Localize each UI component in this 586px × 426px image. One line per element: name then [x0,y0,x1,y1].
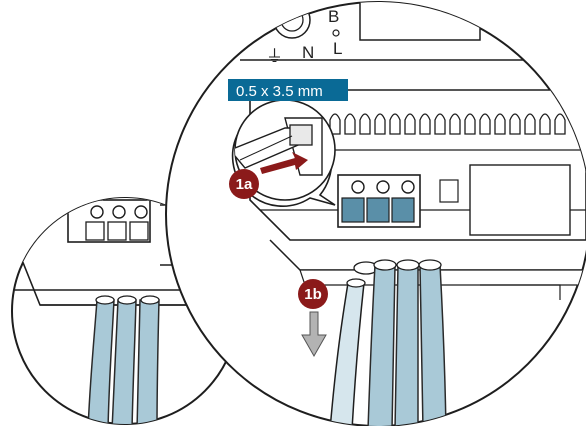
cables-left [87,299,160,424]
terminal-block-right [337,174,421,228]
screwdriver-icon [235,124,313,169]
terminal-block-left [67,199,151,243]
pull-down-arrow-icon [301,311,327,358]
removed-cable [329,261,379,426]
cooling-fins-left [62,181,142,195]
after-detail-view: B ⏚ N L [165,1,586,426]
terminal-label-l: L [333,39,342,58]
step-label-1b: 1b [304,286,322,303]
terminal-label-pe: ⏚ [266,47,283,66]
terminal-clamp-1 [341,197,365,223]
cables-right [367,264,447,426]
terminal-label-b: B [328,7,339,26]
push-arrow-icon [260,152,308,174]
terminal-label-n: N [302,43,314,62]
step-badge-1a: 1a [229,169,259,199]
cooling-fins-right [329,113,566,135]
step-badge-1b: 1b [298,279,328,309]
screwdriver-spec-label: 0.5 x 3.5 mm [228,79,348,101]
terminal-clamp-3 [391,197,415,223]
screwdriver-spec-text: 0.5 x 3.5 mm [236,83,323,100]
step-label-1a: 1a [236,176,253,193]
terminal-clamp-2 [366,197,390,223]
